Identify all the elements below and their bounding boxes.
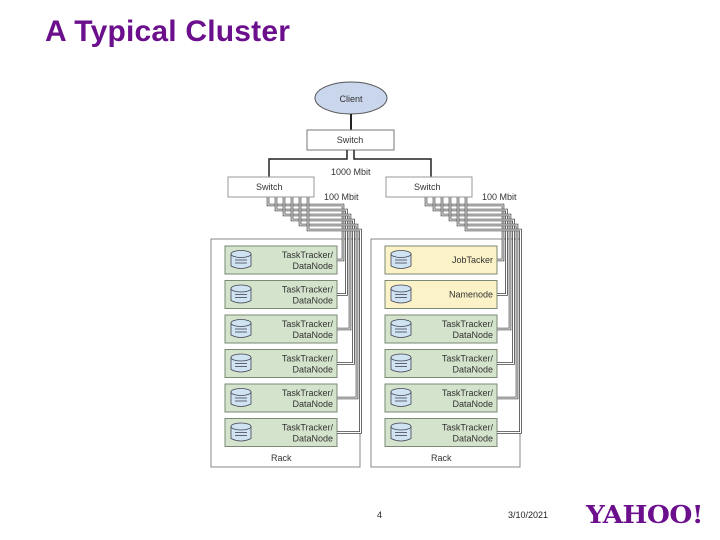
disk-icon — [230, 422, 252, 442]
yahoo-logo: YAHOO! — [586, 500, 703, 529]
disk-icon — [230, 388, 252, 407]
worker-node: TaskTracker/DataNode — [224, 280, 338, 309]
disk-icon — [390, 250, 412, 269]
node-cable-inner — [449, 197, 514, 364]
logo-text: YAHOO! — [586, 500, 703, 529]
node-role-line2: DataNode — [292, 365, 333, 375]
node-cable-inner — [457, 197, 518, 399]
disk-icon — [390, 319, 412, 338]
rack-switch — [227, 176, 315, 198]
rack-switch-label: Switch — [414, 182, 441, 192]
node-role-line1: TaskTracker/ — [282, 285, 334, 295]
node-cable-inner — [299, 197, 358, 399]
node-cable-inner — [425, 197, 504, 261]
node-cable-inner — [267, 197, 344, 261]
node-role-line1: TaskTracker/ — [442, 319, 494, 329]
disk-icon — [230, 353, 252, 373]
slide-date: 3/10/2021 — [508, 510, 549, 520]
node-role-line1: TaskTracker/ — [442, 423, 494, 433]
worker-node: TaskTracker/DataNode — [384, 314, 498, 344]
disk-icon — [390, 422, 412, 442]
node-role-line1: TaskTracker/ — [442, 354, 494, 364]
uplink-left — [268, 150, 348, 177]
node-cable-inner — [307, 197, 361, 433]
node-role-line1: TaskTracker/ — [282, 250, 334, 260]
disk-icon — [390, 284, 412, 304]
link-speed-label: 100 Mbit — [482, 192, 517, 202]
node-role-line1: TaskTracker/ — [442, 388, 494, 398]
node-role-line1: TaskTracker/ — [282, 388, 334, 398]
node-role-line2: DataNode — [452, 365, 493, 375]
node-role-line2: DataNode — [292, 261, 333, 271]
client-label: Client — [339, 94, 363, 104]
node-role-line1: TaskTracker/ — [282, 319, 334, 329]
node-cable-inner — [465, 197, 521, 433]
rack-switch — [385, 176, 473, 198]
core-switch-label: Switch — [337, 135, 364, 145]
node-cable-inner — [441, 197, 511, 330]
master-node: JobTacker — [384, 245, 498, 275]
worker-node: TaskTracker/DataNode — [224, 245, 338, 275]
disk-icon — [230, 284, 252, 304]
worker-node: TaskTracker/DataNode — [224, 383, 338, 413]
master-node: Namenode — [384, 280, 498, 309]
node-role: JobTacker — [452, 255, 493, 265]
disk-icon — [230, 319, 252, 338]
page-number: 4 — [377, 510, 383, 520]
node-role-line2: DataNode — [452, 399, 493, 409]
worker-node: TaskTracker/DataNode — [224, 314, 338, 344]
node-cable-inner — [433, 197, 507, 295]
disk-icon — [390, 353, 412, 373]
node-cable-inner — [291, 197, 354, 364]
node-cable-inner — [275, 197, 347, 295]
node-cable-inner — [283, 197, 351, 330]
slide-title: A Typical Cluster — [45, 15, 291, 48]
uplink-speed-label: 1000 Mbit — [331, 167, 371, 177]
uplink-right — [353, 150, 432, 177]
node-role: Namenode — [449, 290, 493, 300]
worker-node: TaskTracker/DataNode — [384, 418, 498, 447]
node-role-line2: DataNode — [292, 399, 333, 409]
worker-node: TaskTracker/DataNode — [224, 349, 338, 378]
rack-label: Rack — [431, 453, 452, 463]
core-switch — [306, 129, 395, 151]
disk-icon — [230, 250, 252, 269]
node-role-line2: DataNode — [292, 330, 333, 340]
rack-switch-label: Switch — [256, 182, 283, 192]
rack-label: Rack — [271, 453, 292, 463]
node-role-line1: TaskTracker/ — [282, 423, 334, 433]
node-role-line2: DataNode — [292, 296, 333, 306]
node-role-line2: DataNode — [452, 330, 493, 340]
worker-node: TaskTracker/DataNode — [224, 418, 338, 447]
worker-node: TaskTracker/DataNode — [384, 383, 498, 413]
disk-icon — [390, 388, 412, 407]
worker-node: TaskTracker/DataNode — [384, 349, 498, 378]
node-role-line1: TaskTracker/ — [282, 354, 334, 364]
node-role-line2: DataNode — [292, 434, 333, 444]
link-speed-label: 100 Mbit — [324, 192, 359, 202]
node-role-line2: DataNode — [452, 434, 493, 444]
